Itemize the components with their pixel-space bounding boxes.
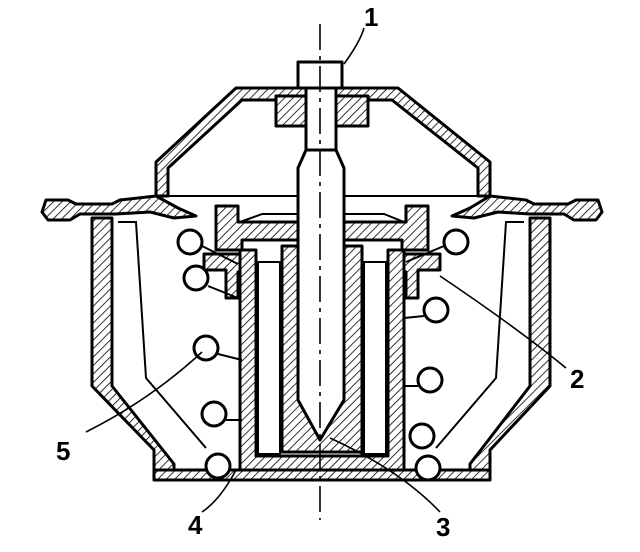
wax-filler <box>257 261 387 455</box>
callout-1: 1 <box>364 2 378 32</box>
callout-3: 3 <box>436 512 450 542</box>
coil-spring <box>176 228 470 482</box>
wax-capsule <box>238 248 406 472</box>
callout-5: 5 <box>56 436 70 466</box>
pin-guide-bushing <box>274 94 370 128</box>
callout-4: 4 <box>188 510 203 540</box>
callout-2: 2 <box>570 364 584 394</box>
central-pin <box>296 60 346 442</box>
left-flange <box>40 194 198 222</box>
lower-cup-housing <box>90 216 552 482</box>
right-flange <box>450 194 604 222</box>
callout-leaders <box>85 27 567 513</box>
